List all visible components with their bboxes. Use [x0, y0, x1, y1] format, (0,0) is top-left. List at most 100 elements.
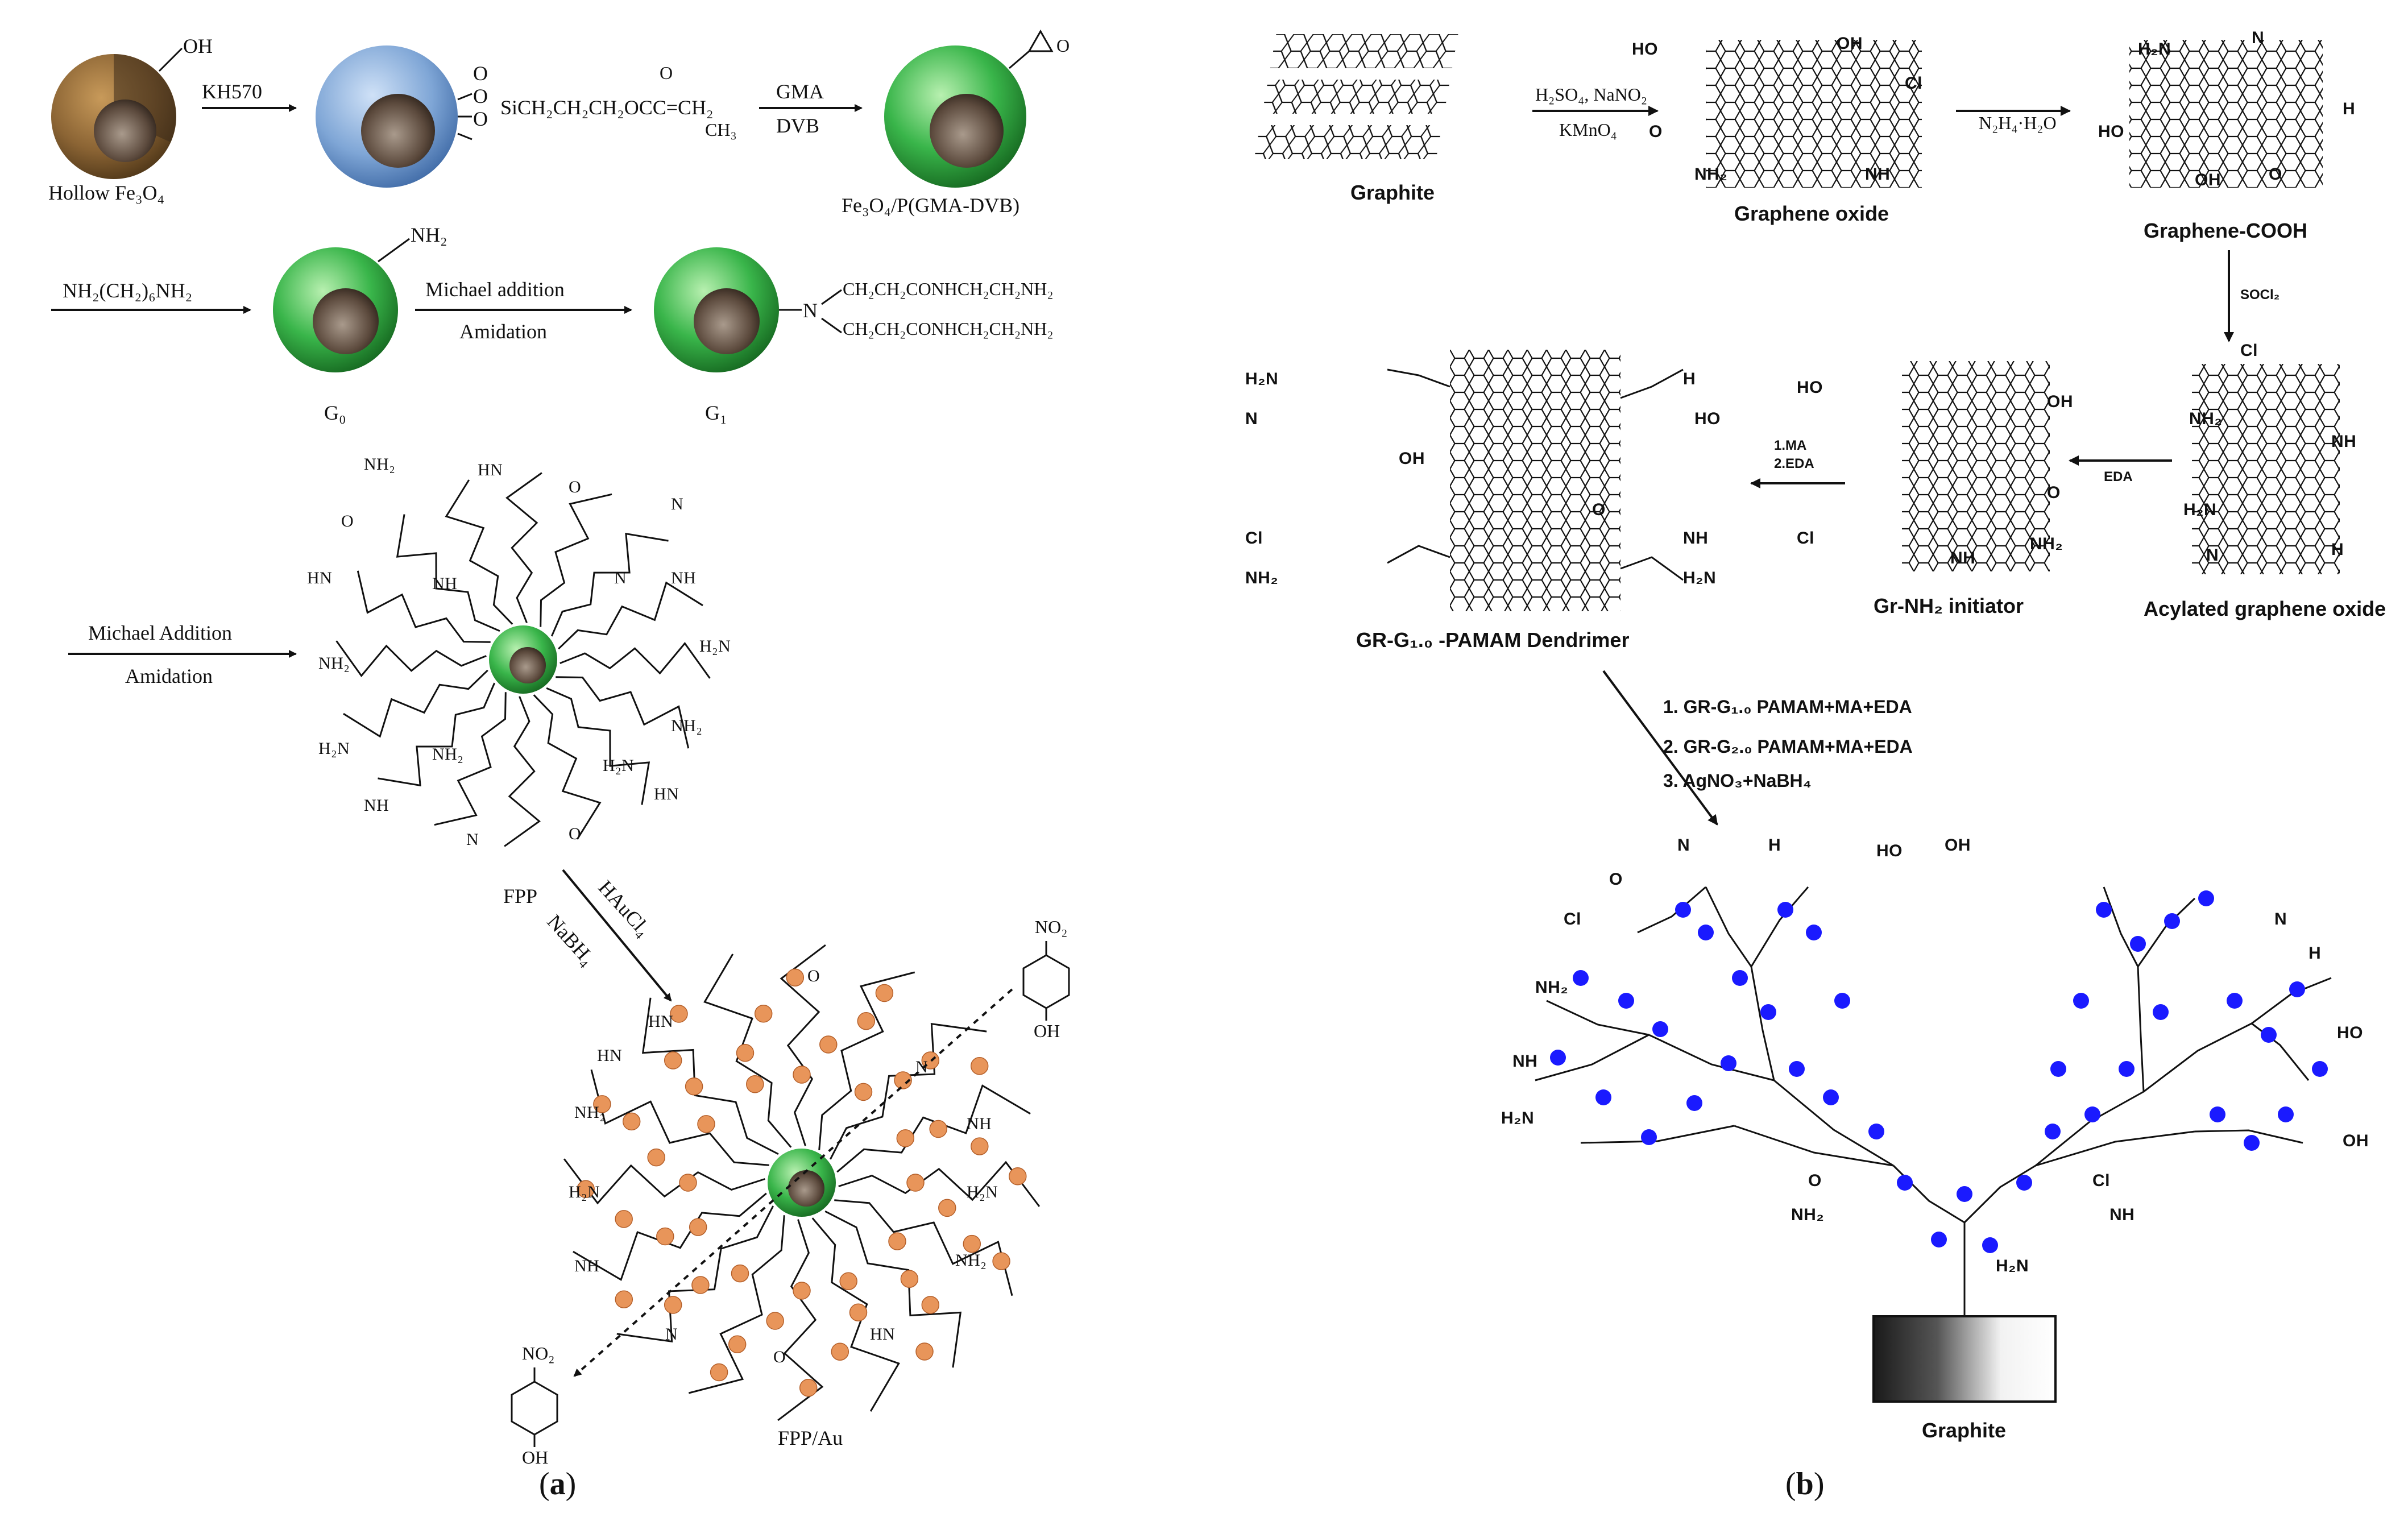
gold-nanoparticle: [992, 1252, 1010, 1270]
amine-group-label: O: [773, 1348, 786, 1366]
graphite-bottom-label: Graphite: [1922, 1419, 2007, 1442]
dendrimer-bond: [1750, 886, 1809, 967]
functional-group-label: NH₂: [1791, 1205, 1825, 1224]
amine-group-label: N: [466, 830, 479, 849]
amine-group-label: H₂N: [699, 637, 731, 656]
gold-nanoparticle: [799, 1379, 818, 1397]
gold-nanoparticle: [685, 1077, 703, 1096]
amine-group-label: H₂N: [603, 756, 635, 775]
gold-nanoparticle: [670, 1005, 688, 1023]
functional-group-label: Cl: [1797, 529, 1814, 548]
gold-nanoparticle: [622, 1112, 641, 1131]
functional-group-label: NH: [1950, 549, 1976, 567]
dendron-arm: [838, 1160, 1041, 1207]
dendrimer-branch: [1620, 368, 1684, 399]
silver-nanoparticle: [2130, 936, 2146, 952]
gold-nanoparticle: [691, 1276, 710, 1294]
gold-nanoparticle: [664, 1051, 682, 1070]
amine-group-label: NH₂: [671, 716, 703, 735]
dendron-arm: [836, 1084, 1031, 1173]
dendrimer-bond: [1705, 886, 1752, 967]
amidation-1: Amidation: [459, 320, 547, 343]
dendrimer-bond: [2194, 1129, 2303, 1144]
amine-group-label: N: [665, 1325, 678, 1344]
gold-nanoparticle: [615, 1210, 633, 1228]
dendrimer-bond: [1750, 966, 1775, 1081]
silver-nanoparticle: [1652, 1021, 1668, 1037]
gold-nanoparticle: [679, 1174, 697, 1192]
dendron-arm: [829, 1022, 987, 1160]
dendrimer-bond: [1892, 1164, 1965, 1224]
amine-group-label: HN: [597, 1046, 623, 1065]
panel-a-drawing: [51, 29, 1070, 1447]
fpp-core-sphere: [489, 625, 557, 694]
dendron-arm: [780, 944, 826, 1146]
silver-nanoparticle: [1789, 1061, 1805, 1077]
dendron-arm: [445, 479, 513, 625]
gold-nanoparticle: [793, 1282, 811, 1300]
functional-group-label: OH: [1837, 34, 1863, 53]
gold-nanoparticle: [875, 984, 894, 1002]
silver-nanoparticle: [1931, 1232, 1947, 1247]
amine-group-label: O: [807, 967, 820, 985]
gold-nanoparticle: [593, 1095, 611, 1113]
nitrophenol-no2: NO₂: [1035, 917, 1068, 937]
graphene-cooh-sheet: [2129, 40, 2323, 188]
silver-nanoparticle: [1834, 993, 1850, 1009]
socl2-reagent: SOCl₂: [2240, 287, 2280, 302]
silver-nanoparticle: [2261, 1027, 2277, 1043]
g1-arm-top: CH₂CH₂CONHCH₂CH₂NH₂: [843, 279, 1054, 299]
fppau-dendrimer: [563, 944, 1041, 1421]
silver-nanoparticle: [2016, 1175, 2032, 1191]
functional-group-label: N: [2274, 910, 2287, 929]
amine-group-label: NH₂: [955, 1251, 987, 1270]
silver-nanoparticle: [1732, 970, 1748, 986]
dendron-arm: [504, 696, 541, 847]
amine-group-label: N: [614, 569, 627, 587]
functional-group-label: O: [2047, 483, 2061, 502]
dendrimer-bond: [2137, 966, 2145, 1092]
gold-nanoparticle: [746, 1075, 764, 1093]
amine-group-label: HN: [648, 1012, 674, 1031]
functional-group-label: OH: [2343, 1131, 2369, 1150]
acylated-go-label: Acylated graphene oxide: [2144, 597, 2386, 620]
nitrophenol-oh: OH: [1034, 1021, 1060, 1041]
g0-sphere: [273, 238, 410, 372]
functional-group-label: H: [2331, 540, 2344, 559]
functional-group-label: O: [2269, 165, 2282, 184]
functional-group-label: O: [1609, 870, 1623, 889]
amine-group-label: O: [569, 824, 582, 843]
gold-nanoparticle: [831, 1342, 849, 1361]
dendrimer-bond: [2103, 886, 2139, 967]
gold-nanoparticle: [963, 1234, 981, 1253]
kh570-reagent: KH570: [202, 80, 262, 103]
dendron-arm: [378, 682, 496, 787]
silane-methyl: CH₃: [705, 119, 737, 140]
amine-group-label: H₂N: [569, 1183, 600, 1201]
gold-nanoparticle: [938, 1199, 956, 1217]
functional-group-label: H: [1683, 370, 1696, 388]
polymer-sphere: [884, 29, 1054, 188]
gold-nanoparticle: [900, 1270, 919, 1288]
functional-group-label: H₂N: [2183, 500, 2217, 519]
amine-group-label: O: [569, 478, 582, 496]
silver-nanoparticle: [2227, 993, 2243, 1009]
dendron-arm: [818, 971, 915, 1150]
silver-nanoparticle: [2096, 902, 2112, 918]
silver-nanoparticle: [1721, 1055, 1736, 1071]
gold-nanoparticle: [689, 1218, 707, 1236]
gold-nanoparticle: [656, 1227, 674, 1246]
silver-nanoparticle: [2210, 1106, 2225, 1122]
amine-group-label: HN: [870, 1325, 896, 1344]
functional-group-label: H₂N: [1501, 1109, 1535, 1128]
amine-group-label: HN: [307, 569, 333, 587]
silver-nanoparticle: [1897, 1175, 1913, 1191]
g1-sphere: [654, 247, 842, 372]
fpp-label: FPP: [503, 885, 538, 907]
gold-nanoparticle: [615, 1290, 633, 1308]
amine-group-label: NH₂: [432, 745, 464, 764]
functional-group-label: N: [2206, 546, 2219, 565]
gold-nanoparticle: [906, 1174, 925, 1192]
gold-nanoparticle: [786, 968, 805, 987]
functional-group-label: Cl: [1905, 74, 1922, 93]
